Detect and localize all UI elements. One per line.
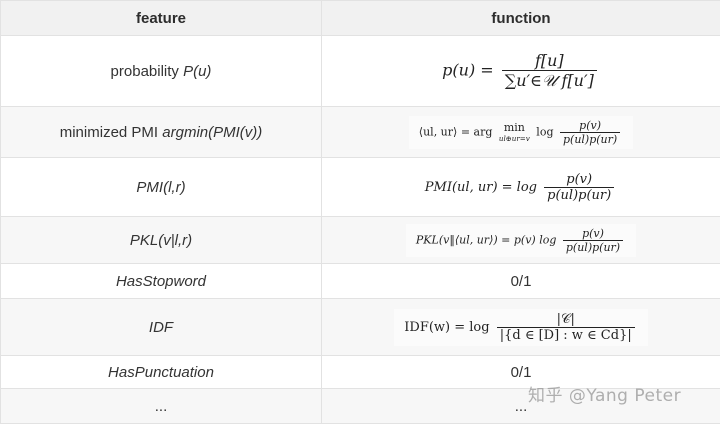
min-operator-subscript: ul⊕ur=v	[498, 134, 530, 143]
table-row: HasPunctuation 0/1	[0, 355, 720, 389]
formula-lhs: p(u) =	[442, 60, 494, 80]
table-row: HasStopword 0/1	[0, 263, 720, 299]
fraction-denominator: p(ul)p(ur)	[547, 187, 612, 203]
feature-name: HasStopword	[115, 272, 207, 290]
fraction-numerator: p(v)	[562, 227, 624, 241]
feature-cell: ...	[0, 388, 322, 424]
table-row: minimized PMI argmin(PMI(v)) ⟨ul, ur⟩ = …	[0, 106, 720, 158]
feature-name: PKL(v|l,r)	[129, 231, 193, 249]
function-cell: 0/1	[321, 263, 720, 299]
fraction: p(v) p(ul)p(ur)	[562, 227, 624, 254]
feature-name: IDF	[148, 318, 174, 336]
feature-cell: PKL(v|l,r)	[0, 216, 322, 264]
function-cell: IDF(w) = log |𝒞| |{d ∈ [D] : w ∈ Cd}|	[321, 298, 720, 356]
function-value: 0/1	[510, 363, 532, 381]
table-row: probability P(u) p(u) = f[u] ∑u′∈𝒰 f[u′]	[0, 35, 720, 107]
table-row: PKL(v|l,r) PKL(v‖⟨ul, ur⟩) = p(v) log p(…	[0, 216, 720, 264]
feature-cell: HasPunctuation	[0, 355, 322, 389]
header-row: feature function	[0, 0, 720, 36]
feature-label: probability	[110, 62, 184, 80]
function-cell: p(u) = f[u] ∑u′∈𝒰 f[u′]	[321, 35, 720, 107]
fraction-denominator: p(ul)p(ur)	[562, 132, 618, 146]
fraction: p(v) p(ul)p(ur)	[559, 119, 621, 146]
idf-formula: IDF(w) = log |𝒞| |{d ∈ [D] : w ∈ Cd}|	[394, 308, 648, 346]
formula-lhs: PKL(v‖⟨ul, ur⟩) = p(v) log	[415, 233, 557, 246]
feature-cell: HasStopword	[0, 263, 322, 299]
formula-lhs: IDF(w) = log	[404, 319, 490, 335]
pmi-formula: PMI(ul, ur) = log p(v) p(ul)p(ur)	[425, 172, 617, 203]
fraction: f[u] ∑u′∈𝒰 f[u′]	[501, 51, 597, 91]
feature-name: PMI(l,r)	[136, 178, 186, 196]
feature-name: HasPunctuation	[108, 363, 214, 381]
min-operator: min ul⊕ur=v	[499, 121, 530, 143]
log-operator: log	[536, 125, 554, 138]
feature-name: argmin(PMI(v))	[162, 123, 263, 141]
table-row: PMI(l,r) PMI(ul, ur) = log p(v) p(ul)p(u…	[0, 157, 720, 217]
fraction: |𝒞| |{d ∈ [D] : w ∈ Cd}|	[496, 312, 635, 343]
feature-cell: probability P(u)	[0, 35, 322, 107]
feature-name: ...	[154, 397, 168, 415]
pkl-formula: PKL(v‖⟨ul, ur⟩) = p(v) log p(v) p(ul)p(u…	[405, 223, 637, 257]
header-feature: feature	[0, 0, 322, 36]
probability-formula: p(u) = f[u] ∑u′∈𝒰 f[u′]	[442, 51, 600, 91]
function-value: 0/1	[510, 272, 532, 290]
fraction-numerator: p(v)	[544, 172, 615, 188]
feature-cell: PMI(l,r)	[0, 157, 322, 217]
feature-name: P(u)	[183, 62, 212, 80]
header-function: function	[321, 0, 720, 36]
argmin-pmi-formula: ⟨ul, ur⟩ = arg min ul⊕ur=v log p(v) p(ul…	[408, 115, 634, 149]
formula-lhs: ⟨ul, ur⟩ = arg	[418, 125, 493, 138]
feature-label: minimized PMI	[59, 123, 163, 141]
function-cell: ...	[321, 388, 720, 424]
function-cell: PKL(v‖⟨ul, ur⟩) = p(v) log p(v) p(ul)p(u…	[321, 216, 720, 264]
feature-cell: minimized PMI argmin(PMI(v))	[0, 106, 322, 158]
function-value: ...	[514, 397, 528, 415]
fraction-denominator: ∑u′∈𝒰 f[u′]	[504, 71, 594, 90]
watermark: 知乎 @Yang Peter	[528, 386, 682, 406]
table-row: ... ...	[0, 388, 720, 424]
fraction-numerator: f[u]	[501, 51, 597, 71]
table-row: IDF IDF(w) = log |𝒞| |{d ∈ [D] : w ∈ Cd}…	[0, 298, 720, 356]
fraction-numerator: |𝒞|	[496, 312, 635, 328]
feature-cell: IDF	[0, 298, 322, 356]
function-cell: PMI(ul, ur) = log p(v) p(ul)p(ur)	[321, 157, 720, 217]
formula-lhs: PMI(ul, ur) = log	[424, 179, 537, 195]
min-operator-label: min	[503, 121, 525, 134]
fraction: p(v) p(ul)p(ur)	[544, 172, 615, 203]
fraction-denominator: |{d ∈ [D] : w ∈ Cd}|	[499, 327, 632, 343]
fraction-numerator: p(v)	[559, 119, 621, 133]
fraction-denominator: p(ul)p(ur)	[565, 240, 621, 254]
function-cell: 0/1	[321, 355, 720, 389]
function-cell: ⟨ul, ur⟩ = arg min ul⊕ur=v log p(v) p(ul…	[321, 106, 720, 158]
